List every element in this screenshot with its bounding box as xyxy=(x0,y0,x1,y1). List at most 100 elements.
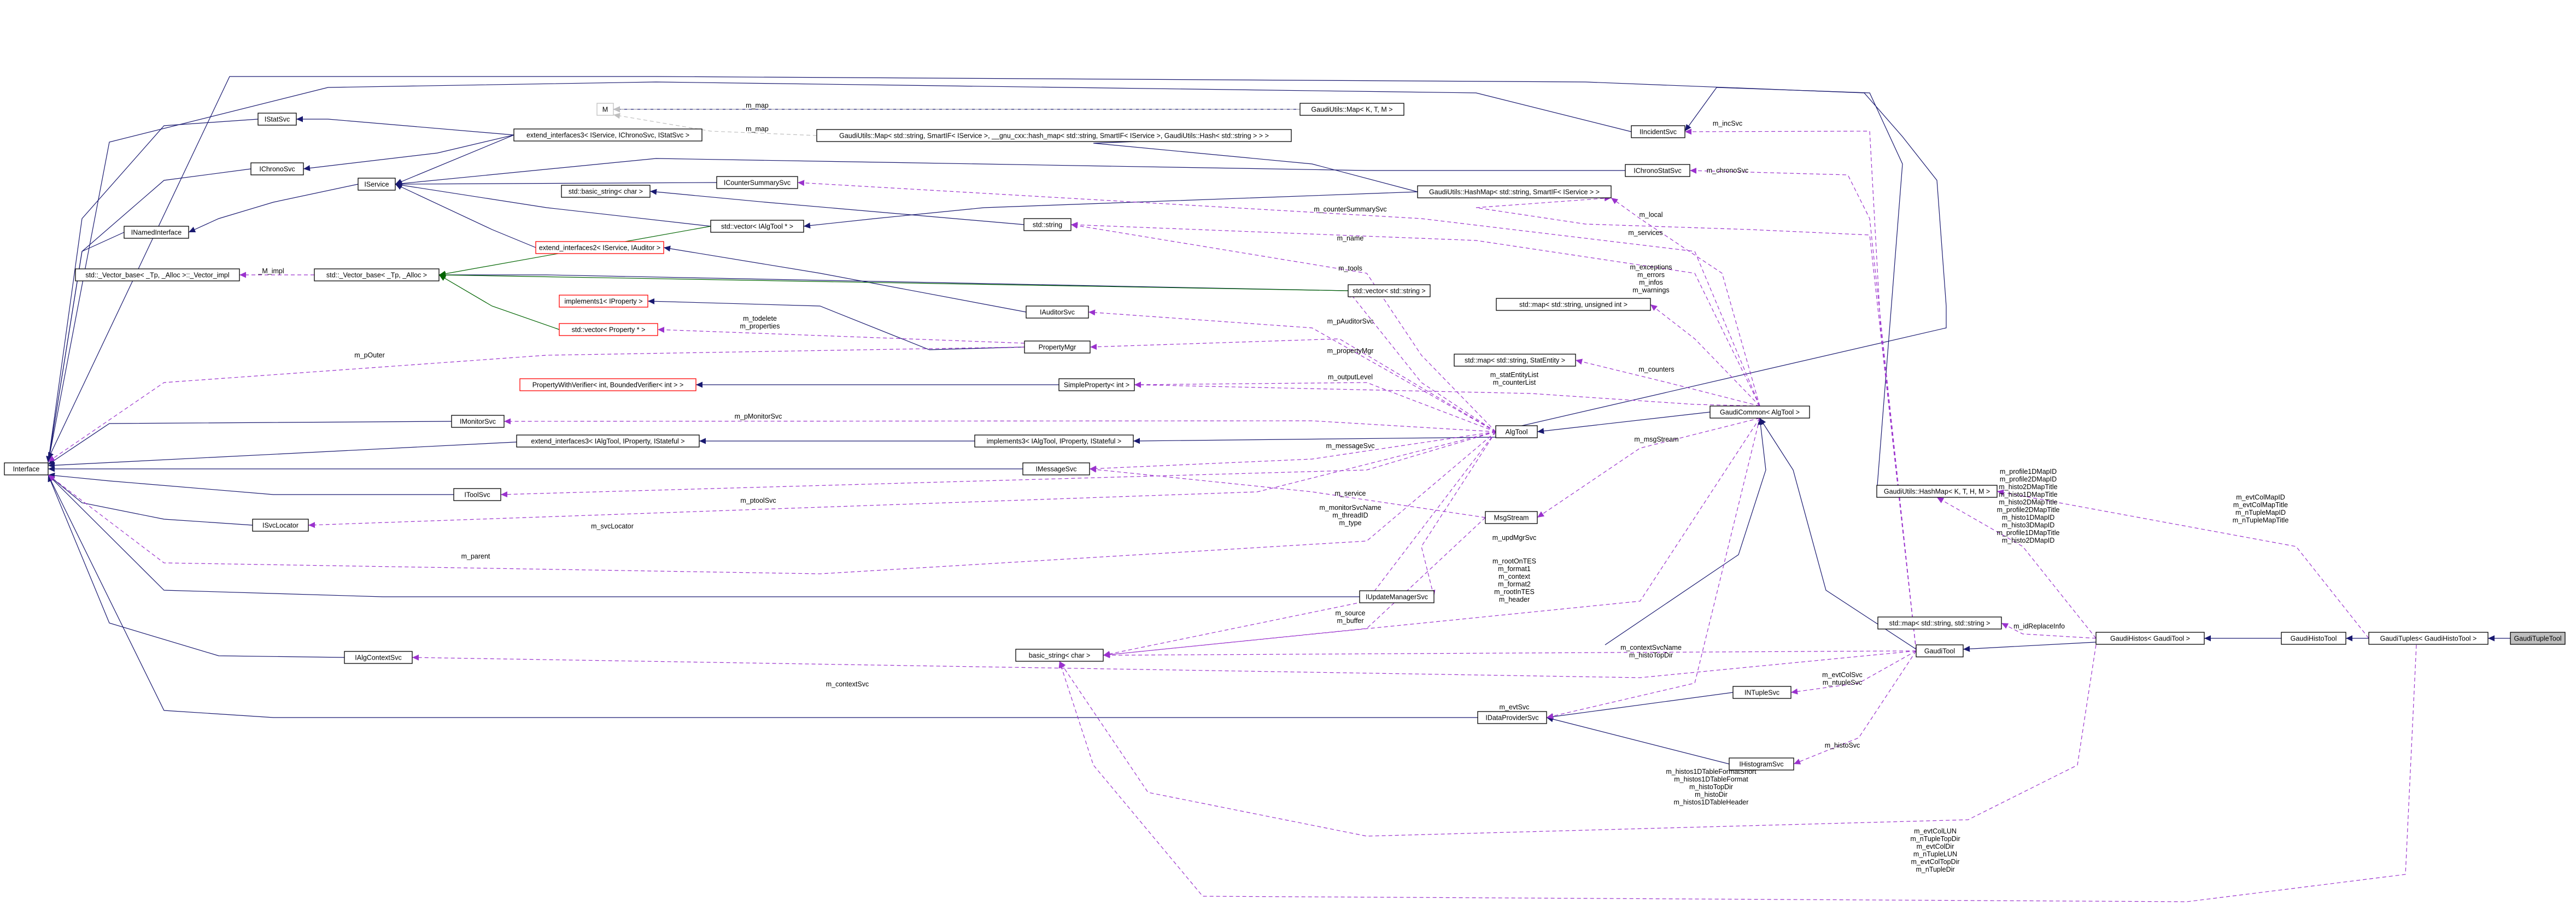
class-node[interactable]: GaudiUtils::HashMap< K, T, H, M > xyxy=(1876,485,1998,498)
class-node[interactable]: std::_Vector_base< _Tp, _Alloc >::_Vecto… xyxy=(75,268,240,281)
class-node[interactable]: GaudiTuples< GaudiHistoTool > xyxy=(2368,632,2489,645)
class-node[interactable]: GaudiTool xyxy=(1916,644,1964,657)
class-node[interactable]: GaudiHistoTool xyxy=(2281,632,2346,645)
edge-label: m_histo1DMapTitle xyxy=(1999,491,2057,498)
class-node[interactable]: extend_interfaces3< IService, IChronoSvc… xyxy=(513,128,702,142)
class-node[interactable]: IChronoStatSvc xyxy=(1625,164,1690,177)
usage-edge xyxy=(1575,359,1760,407)
class-node[interactable]: AlgTool xyxy=(1495,425,1538,438)
edge-label: m_evtColTopDir xyxy=(1911,858,1960,866)
class-node-label: extend_interfaces3< IService, IChronoSvc… xyxy=(526,132,689,139)
usage-edge xyxy=(1793,650,1917,765)
edge-label: m_incSvc xyxy=(1713,120,1742,127)
class-node[interactable]: IChronoSvc xyxy=(250,162,304,175)
edge-label: m_rootInTES xyxy=(1494,588,1535,596)
class-node[interactable]: IToolSvc xyxy=(453,488,501,501)
class-node-box xyxy=(1485,511,1538,524)
edge-label: m_updMgrSvc xyxy=(1492,534,1537,542)
edge-label: m_messageSvc xyxy=(1326,442,1375,450)
usage-edge xyxy=(1103,650,1917,659)
usage-edge xyxy=(1546,418,1760,719)
class-node[interactable]: implements1< IProperty > xyxy=(559,295,648,308)
class-node[interactable]: PropertyMgr xyxy=(1024,340,1091,354)
usage-edge xyxy=(1348,290,1496,432)
class-node-box xyxy=(1022,462,1090,475)
class-node[interactable]: IService xyxy=(358,178,396,191)
class-node-label: IToolSvc xyxy=(464,491,490,499)
class-node[interactable]: std::basic_string< char > xyxy=(561,185,651,198)
class-node-box xyxy=(250,162,304,175)
edge-label: m_profile2DMapTitle xyxy=(1997,506,2060,514)
class-node-label: std::_Vector_base< _Tp, _Alloc > xyxy=(326,272,427,279)
inheritance-edge xyxy=(303,134,514,172)
class-node[interactable]: INamedInterface xyxy=(124,226,189,239)
class-node[interactable]: GaudiCommon< AlgTool > xyxy=(1709,406,1810,419)
class-node[interactable]: IMessageSvc xyxy=(1022,462,1090,475)
class-node[interactable]: IAuditorSvc xyxy=(1026,305,1089,319)
class-node[interactable]: GaudiUtils::Map< K, T, M > xyxy=(1299,103,1404,116)
edge-label: m_nTupleLUN xyxy=(1913,850,1957,858)
class-node[interactable]: IIncidentSvc xyxy=(1631,125,1685,138)
class-node[interactable]: extend_interfaces2< IService, IAuditor > xyxy=(535,241,664,254)
class-node[interactable]: INTupleSvc xyxy=(1732,686,1792,699)
class-node[interactable]: ICounterSummarySvc xyxy=(716,176,798,189)
class-node[interactable]: ISvcLocator xyxy=(252,519,309,532)
class-node-label: GaudiUtils::Map< std::string, SmartIF< I… xyxy=(839,132,1269,140)
usage-edge xyxy=(1070,222,1496,432)
class-node[interactable]: SimpleProperty< int > xyxy=(1058,378,1135,391)
class-node-label: PropertyWithVerifier< int, BoundedVerifi… xyxy=(532,381,684,389)
class-node-label: SimpleProperty< int > xyxy=(1064,381,1129,389)
edge-label: m_infos xyxy=(1639,279,1663,286)
class-node[interactable]: IUpdateManagerSvc xyxy=(1359,590,1435,603)
class-node[interactable]: IAlgContextSvc xyxy=(344,651,413,664)
class-node[interactable]: basic_string< char > xyxy=(1015,649,1104,662)
class-node[interactable]: std::vector< std::string > xyxy=(1348,284,1431,297)
edge-label: m_statEntityList xyxy=(1490,371,1539,379)
class-node[interactable]: GaudiHistos< GaudiTool > xyxy=(2095,632,2205,645)
class-node[interactable]: GaudiUtils::Map< std::string, SmartIF< I… xyxy=(816,129,1292,142)
class-node[interactable]: PropertyWithVerifier< int, BoundedVerifi… xyxy=(519,378,696,391)
edge-label: m_histoSvc xyxy=(1825,742,1860,749)
class-node-label: IDataProviderSvc xyxy=(1485,714,1538,722)
edge-label: m_histos1DTableHeader xyxy=(1674,798,1749,806)
edge-label: m_counterList xyxy=(1493,379,1536,386)
class-node[interactable]: std::map< std::string, StatEntity > xyxy=(1454,354,1576,367)
class-node[interactable]: GaudiTupleTool xyxy=(2510,632,2566,645)
edge-label: m_propertyMgr xyxy=(1327,347,1374,355)
edge-label: m_histoTopDir xyxy=(1629,651,1673,659)
class-node-label: GaudiHistos< GaudiTool > xyxy=(2110,635,2190,643)
edge-label: m_profile1DMapID xyxy=(2000,468,2057,475)
class-node-label: GaudiHistoTool xyxy=(2291,635,2337,643)
class-node-label: std::vector< std::string > xyxy=(1353,287,1425,295)
class-node[interactable]: std::vector< IAlgTool * > xyxy=(710,220,804,233)
class-node-box xyxy=(1023,218,1072,231)
class-node-label: std::vector< Property * > xyxy=(572,326,646,334)
class-node[interactable]: IDataProviderSvc xyxy=(1477,711,1547,724)
class-node[interactable]: MsgStream xyxy=(1485,511,1538,524)
edge-label: m_format1 xyxy=(1498,565,1531,573)
class-node[interactable]: IHistogramSvc xyxy=(1729,757,1794,771)
inheritance-edge xyxy=(1684,87,1903,486)
class-node-label: std::map< std::string, std::string > xyxy=(1889,620,1990,627)
class-node[interactable]: IStatSvc xyxy=(257,113,297,126)
class-node-label: extend_interfaces3< IAlgTool, IProperty,… xyxy=(531,438,684,445)
class-node[interactable]: std::string xyxy=(1023,218,1072,231)
class-node[interactable]: IMonitorSvc xyxy=(451,415,505,428)
class-node[interactable]: std::vector< Property * > xyxy=(559,323,658,336)
class-node-box xyxy=(816,129,1292,142)
class-node[interactable]: GaudiUtils::HashMap< std::string, SmartI… xyxy=(1417,185,1612,198)
usage-edge xyxy=(1611,197,1760,407)
class-node[interactable]: std::map< std::string, std::string > xyxy=(1877,616,2002,630)
edge-label: m_map xyxy=(746,125,769,133)
inheritance-edge xyxy=(48,472,454,495)
edge-label: m_msgStream xyxy=(1634,436,1678,443)
class-node[interactable]: M xyxy=(596,103,614,116)
class-node[interactable]: std::map< std::string, unsigned int > xyxy=(1496,298,1651,311)
inheritance-edge xyxy=(48,474,1478,718)
class-node[interactable]: std::_Vector_base< _Tp, _Alloc > xyxy=(314,268,440,281)
class-node[interactable]: extend_interfaces3< IAlgTool, IProperty,… xyxy=(516,434,700,448)
edge-label: m_evtColMapID xyxy=(2236,493,2285,501)
class-node[interactable]: Interface xyxy=(4,462,49,475)
class-node[interactable]: implements3< IAlgTool, IProperty, IState… xyxy=(974,434,1134,448)
edge-label: m_chronoSvc xyxy=(1707,167,1748,174)
